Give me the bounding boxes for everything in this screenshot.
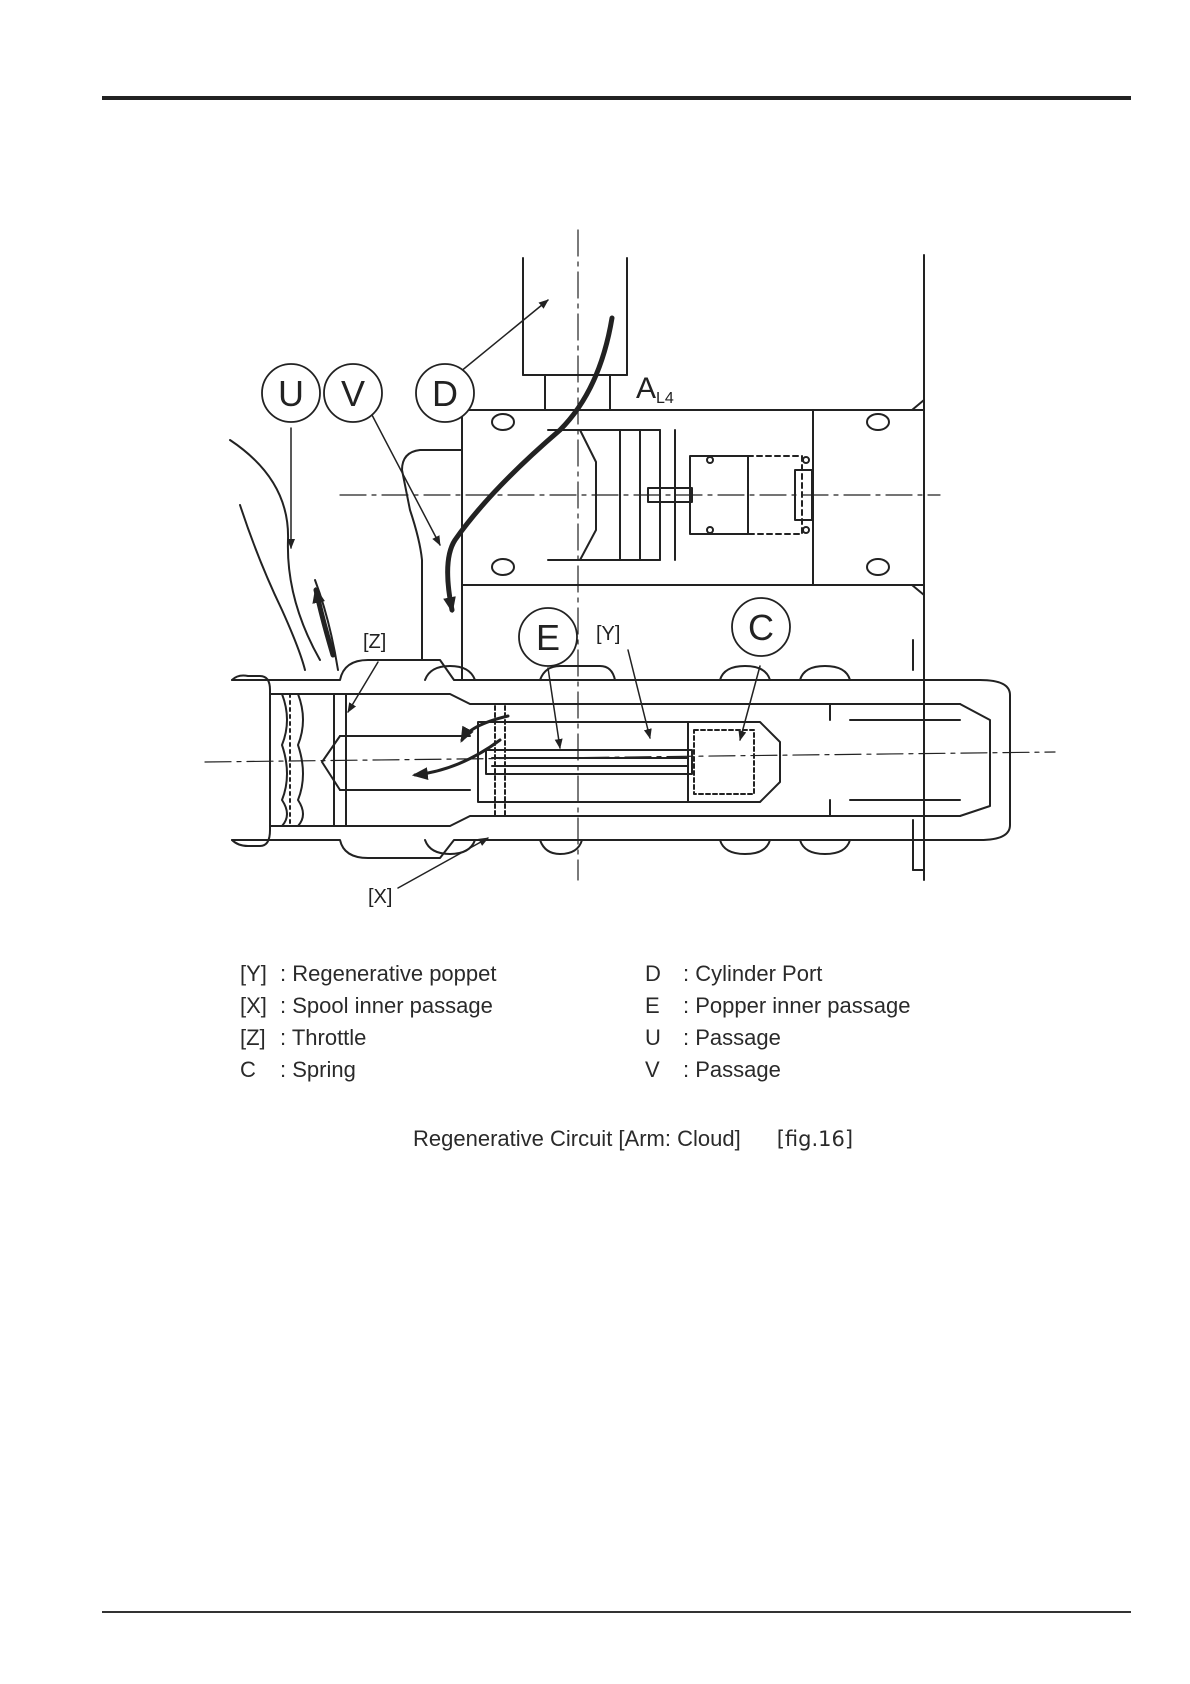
legend-item: [X]: Spool inner passage [240, 990, 497, 1022]
legend-item: E: Popper inner passage [645, 990, 911, 1022]
port-label-main: A [636, 372, 656, 405]
legend-item: [Z]: Throttle [240, 1022, 497, 1054]
legend-item: U: Passage [645, 1022, 911, 1054]
port-label-sub: L4 [656, 390, 674, 407]
legend-right: D: Cylinder Port E: Popper inner passage… [645, 958, 911, 1086]
footer-rule [102, 1611, 1131, 1613]
legend-item: [Y]: Regenerative poppet [240, 958, 497, 990]
figure-caption: Regenerative Circuit [Arm: Cloud] [fig.16… [413, 1126, 853, 1152]
passage-u [230, 440, 338, 670]
caption-title: Regenerative Circuit [Arm: Cloud] [413, 1126, 741, 1151]
label-e: E [536, 617, 560, 658]
legend-left: [Y]: Regenerative poppet [X]: Spool inne… [240, 958, 497, 1086]
body-frame [913, 255, 924, 880]
label-z: [Z] [363, 631, 386, 653]
label-y: [Y] [596, 623, 620, 645]
legend-item: D: Cylinder Port [645, 958, 911, 990]
legend-item: C: Spring [240, 1054, 497, 1086]
label-u: U [278, 373, 304, 414]
label-v: V [341, 373, 365, 414]
load-check-block [462, 400, 924, 595]
centerlines [205, 230, 1055, 880]
label-c: C [748, 607, 774, 648]
label-x: [X] [368, 886, 392, 908]
legend-item: V: Passage [645, 1054, 911, 1086]
label-d: D [432, 373, 458, 414]
figure-number: [fig.16] [777, 1127, 853, 1151]
passage-v [402, 450, 462, 680]
